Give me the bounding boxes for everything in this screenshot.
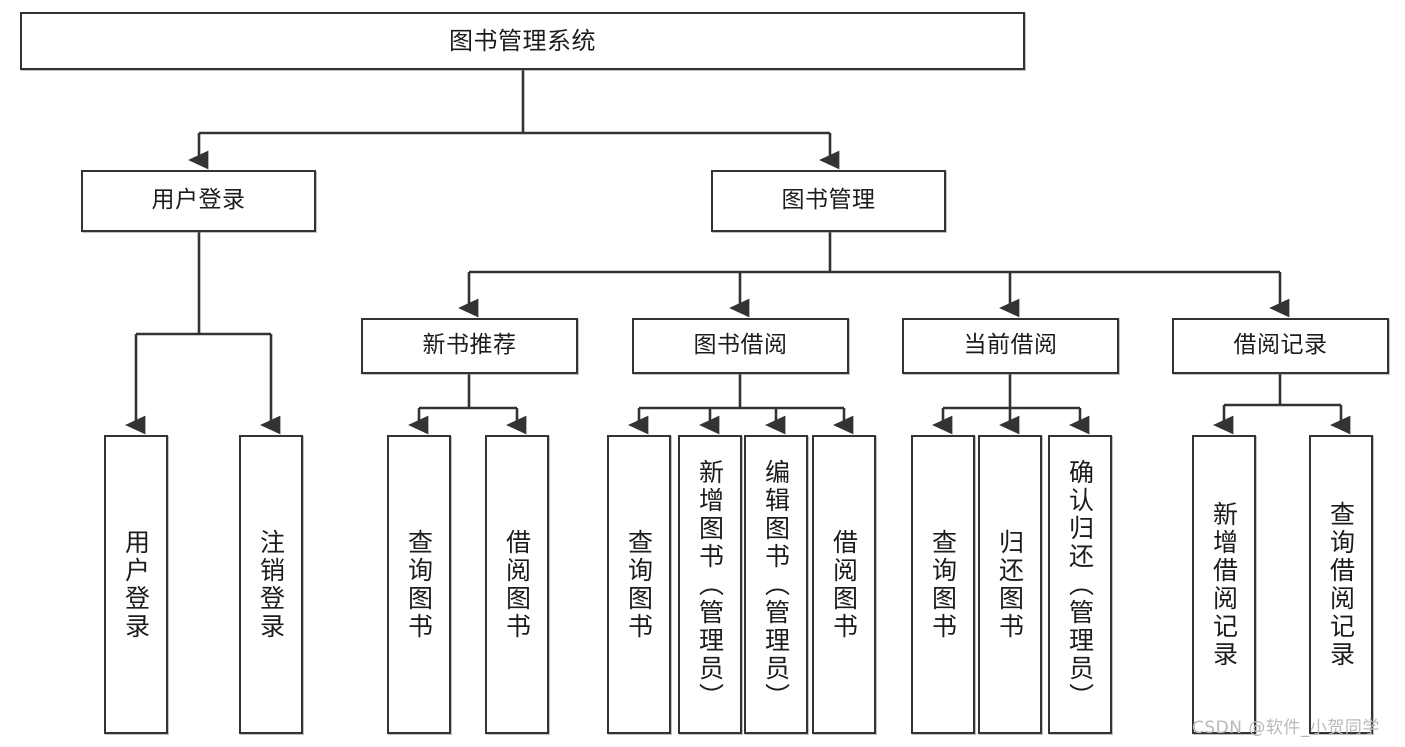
node-label: 借阅图书 xyxy=(829,528,859,641)
node-label: 图书管理 xyxy=(781,187,876,214)
node-new-book-recommendation[interactable]: 新书推荐 xyxy=(361,318,578,374)
node-label: 图书管理系统 xyxy=(449,26,596,55)
node-current-borrow[interactable]: 当前借阅 xyxy=(902,318,1119,374)
node-root-book-management-system[interactable]: 图书管理系统 xyxy=(20,12,1025,70)
node-label: 用户登录 xyxy=(121,528,151,641)
node-label: 确认归还（管理员） xyxy=(1065,458,1095,711)
node-label: 归还图书 xyxy=(995,528,1025,641)
node-leaf-book-borrow-borrow[interactable]: 借阅图书 xyxy=(812,435,876,734)
node-label: 新增图书（管理员） xyxy=(695,458,725,711)
node-label: 新书推荐 xyxy=(422,332,517,359)
node-label: 查询图书 xyxy=(928,528,958,641)
node-borrow-record[interactable]: 借阅记录 xyxy=(1172,318,1389,374)
node-leaf-borrow-record-query[interactable]: 查询借阅记录 xyxy=(1309,435,1373,734)
node-leaf-book-borrow-query[interactable]: 查询图书 xyxy=(607,435,671,734)
node-leaf-book-borrow-edit[interactable]: 编辑图书（管理员） xyxy=(744,435,808,734)
node-leaf-current-borrow-confirm-return[interactable]: 确认归还（管理员） xyxy=(1048,435,1112,734)
node-label: 查询图书 xyxy=(624,528,654,641)
node-label: 编辑图书（管理员） xyxy=(761,458,791,711)
node-book-borrow[interactable]: 图书借阅 xyxy=(632,318,849,374)
node-label: 查询借阅记录 xyxy=(1326,500,1356,669)
node-leaf-book-borrow-add[interactable]: 新增图书（管理员） xyxy=(678,435,742,734)
node-leaf-new-book-query[interactable]: 查询图书 xyxy=(387,435,451,734)
node-label: 注销登录 xyxy=(256,528,286,641)
node-label: 用户登录 xyxy=(151,187,246,214)
node-leaf-current-borrow-return[interactable]: 归还图书 xyxy=(978,435,1042,734)
node-leaf-user-login-logout[interactable]: 注销登录 xyxy=(239,435,303,734)
node-user-login[interactable]: 用户登录 xyxy=(81,170,316,232)
node-label: 借阅记录 xyxy=(1233,332,1328,359)
node-leaf-new-book-borrow[interactable]: 借阅图书 xyxy=(485,435,549,734)
node-label: 新增借阅记录 xyxy=(1209,500,1239,669)
node-label: 图书借阅 xyxy=(693,332,788,359)
node-label: 查询图书 xyxy=(404,528,434,641)
node-leaf-user-login-login[interactable]: 用户登录 xyxy=(104,435,168,734)
node-leaf-borrow-record-add[interactable]: 新增借阅记录 xyxy=(1192,435,1256,734)
node-label: 当前借阅 xyxy=(963,332,1058,359)
node-label: 借阅图书 xyxy=(502,528,532,641)
node-book-management[interactable]: 图书管理 xyxy=(711,170,946,232)
node-leaf-current-borrow-query[interactable]: 查询图书 xyxy=(911,435,975,734)
watermark-text: CSDN @软件_小贺同学 xyxy=(1192,718,1380,738)
